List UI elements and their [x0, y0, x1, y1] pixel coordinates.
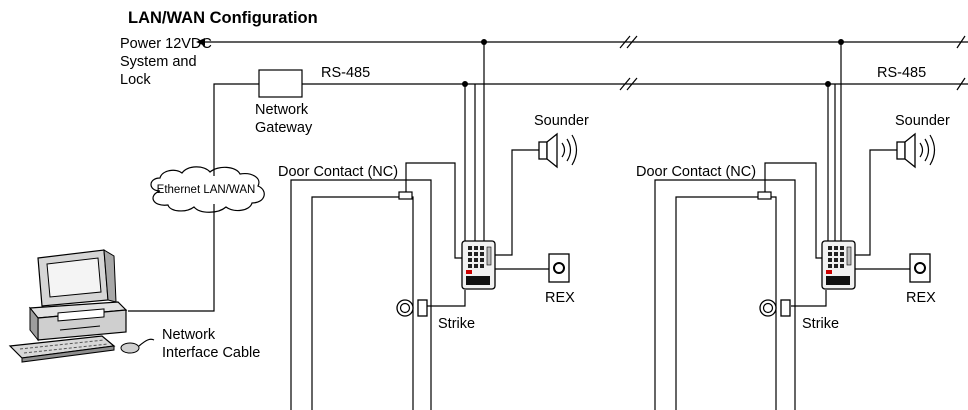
rs485-label-right: RS-485: [877, 65, 926, 81]
computer-icon: [8, 249, 155, 363]
door-contact-sensor: [757, 191, 772, 200]
sounder-icon: [896, 132, 936, 169]
diagram-title: LAN/WAN Configuration: [128, 9, 318, 27]
door-leaf: [675, 196, 777, 410]
door-strike-icon: [759, 299, 791, 317]
door-frame: [654, 179, 796, 410]
door1-strike-label: Strike: [438, 316, 475, 332]
power-bus: [196, 35, 968, 49]
power-arrow-icon: [196, 38, 205, 46]
door-leaf: [311, 196, 414, 410]
door1-rex-label: REX: [545, 290, 575, 306]
door2-rex-label: REX: [906, 290, 936, 306]
door1-sounder-label: Sounder: [534, 113, 589, 129]
door2-strike-label: Strike: [802, 316, 839, 332]
gateway-label-line2: Gateway: [255, 120, 313, 136]
door-1: [290, 42, 578, 410]
ethernet-cloud-icon: [150, 166, 265, 213]
rex-button-icon: [909, 253, 931, 283]
power-label-line3: Lock: [120, 72, 151, 88]
keypad-reader-icon: [821, 240, 856, 290]
cloud-to-pc-wire: [128, 204, 215, 312]
cable-label-line2: Interface Cable: [162, 345, 260, 361]
network-gateway-box: [258, 69, 303, 98]
power-label-line2: System and: [120, 54, 197, 70]
door-contact-sensor: [398, 191, 413, 200]
door2-sounder-label: Sounder: [895, 113, 950, 129]
gateway-to-cloud-wire: [213, 83, 259, 176]
mouse-icon: [120, 342, 140, 354]
keypad-reader-icon: [461, 240, 496, 290]
door-frame: [290, 179, 432, 410]
door-2: [654, 42, 936, 410]
power-label-line1: Power 12VDC: [120, 36, 212, 52]
rex-button-icon: [548, 253, 570, 283]
rs485-bus: [302, 77, 968, 91]
cable-label-line1: Network: [162, 327, 216, 343]
gateway-label-line1: Network: [255, 102, 309, 118]
cloud-label: Ethernet LAN/WAN: [157, 184, 256, 196]
door-strike-icon: [396, 299, 428, 317]
rs485-label-left: RS-485: [321, 65, 370, 81]
door2-contact-label: Door Contact (NC): [636, 164, 756, 180]
sounder-icon: [538, 132, 578, 169]
door1-contact-label: Door Contact (NC): [278, 164, 398, 180]
